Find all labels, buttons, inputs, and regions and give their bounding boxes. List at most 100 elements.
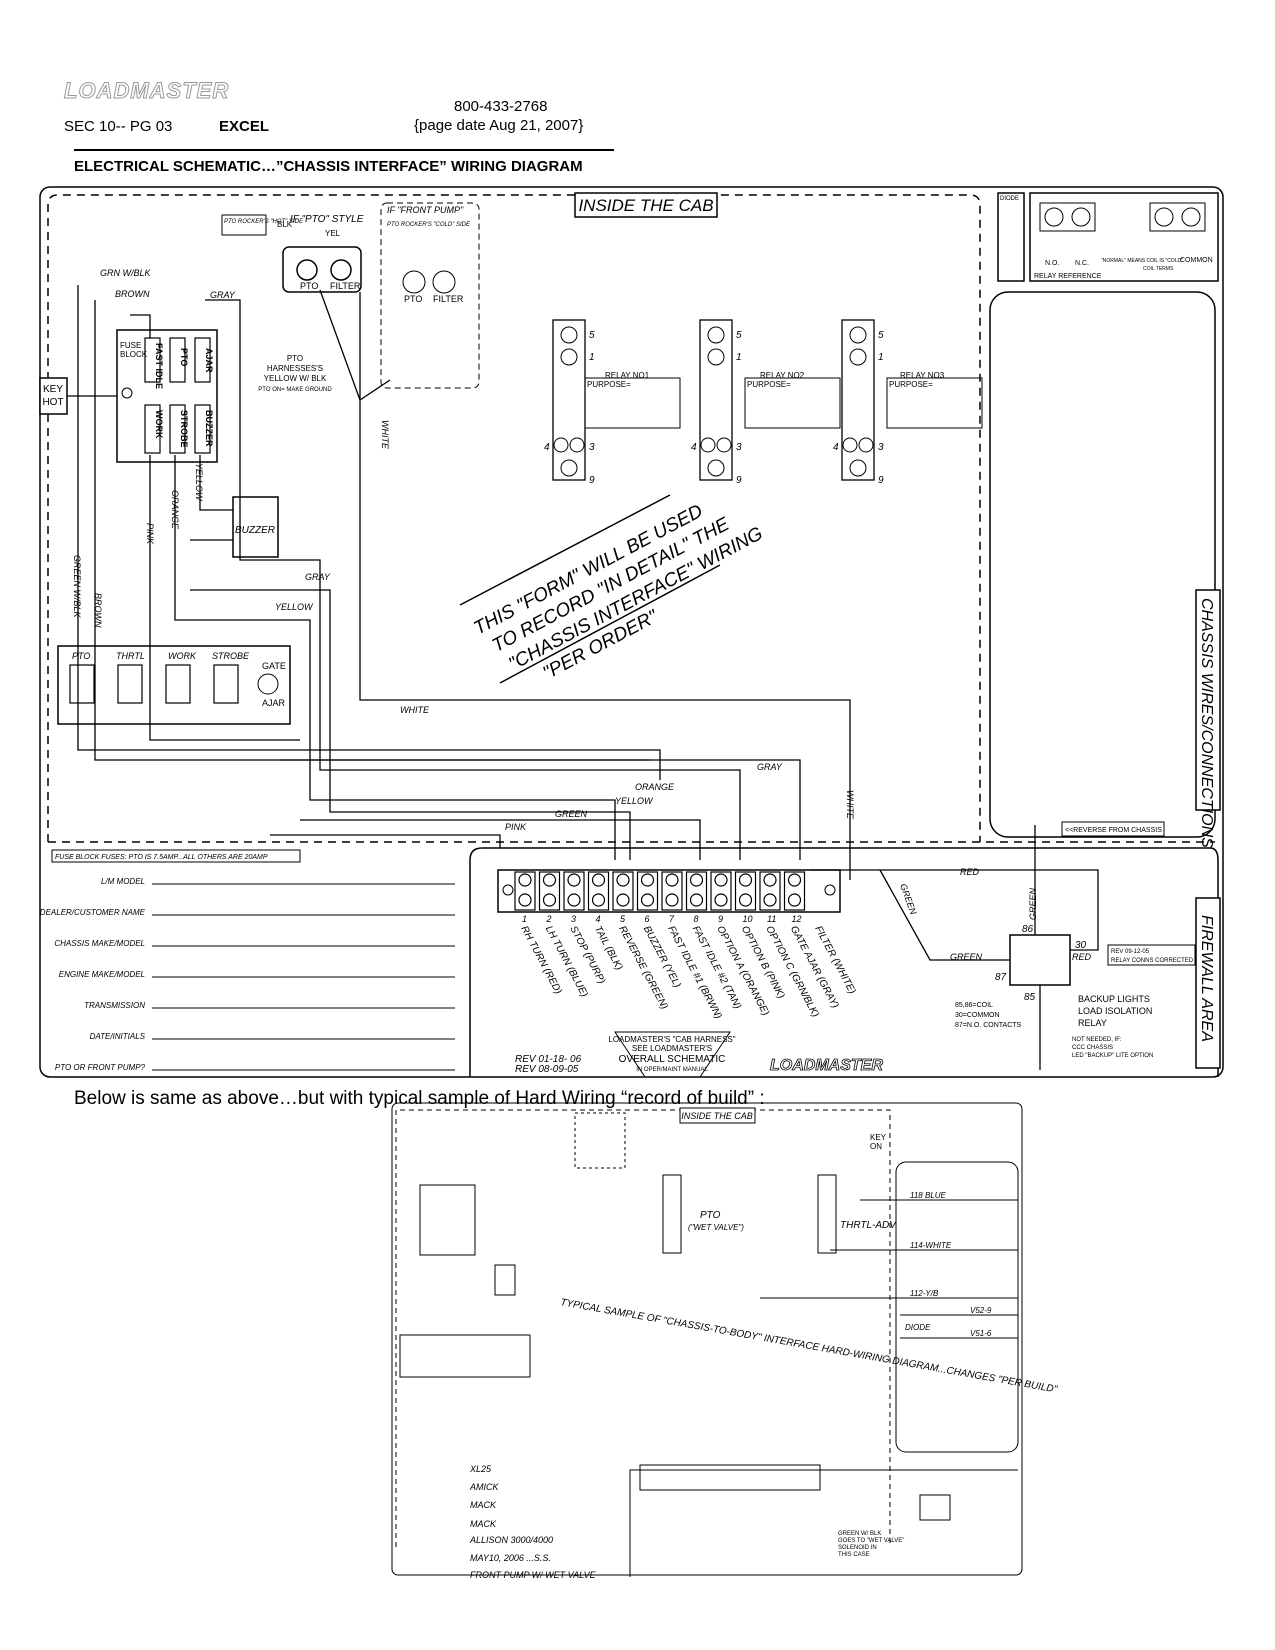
terminal-number-11: 11 <box>767 914 776 924</box>
svg-text:86: 86 <box>1022 924 1034 935</box>
svg-text:GOES TO "WET VALVE": GOES TO "WET VALVE" <box>838 1538 904 1544</box>
pto-rocker-hot-label: PTO ROCKER'S "HOT" SIDE <box>224 219 304 225</box>
svg-text:ORANGE: ORANGE <box>170 490 180 530</box>
fuse-buzzer: BUZZER <box>204 410 214 447</box>
chassis-area <box>989 291 1216 838</box>
sample-value-dealer: AMICK <box>469 1482 500 1492</box>
svg-text:DIODE: DIODE <box>1000 196 1019 202</box>
svg-text:GREEN: GREEN <box>950 952 983 962</box>
svg-text:1: 1 <box>589 352 595 363</box>
svg-text:RELAY NO3: RELAY NO3 <box>900 371 945 380</box>
buzzer-label: BUZZER <box>235 525 275 536</box>
svg-text:PURPOSE=: PURPOSE= <box>587 380 631 389</box>
chassis-wires-label: CHASSIS WIRES/CONNECTIONS <box>1198 598 1215 848</box>
svg-text:PTO: PTO <box>404 294 422 304</box>
terminal-5 <box>612 871 634 911</box>
terminal-number-6: 6 <box>645 914 650 924</box>
terminal-6 <box>636 871 659 911</box>
switch-panel <box>57 645 291 725</box>
svg-text:5: 5 <box>589 330 595 341</box>
firewall-area-label: FIREWALL AREA <box>1198 915 1215 1042</box>
terminal-2 <box>538 871 561 911</box>
reverse-from-chassis: <<REVERSE FROM CHASSIS <box>1065 827 1162 834</box>
svg-text:BACKUP LIGHTS: BACKUP LIGHTS <box>1078 994 1150 1004</box>
svg-text:RELAY REFERENCE: RELAY REFERENCE <box>1034 273 1102 280</box>
terminal-number-1: 1 <box>522 914 527 924</box>
svg-text:PURPOSE=: PURPOSE= <box>889 380 933 389</box>
svg-text:"NORMAL" MEANS COIL IS "COLD": "NORMAL" MEANS COIL IS "COLD" <box>1101 258 1183 264</box>
terminal-8 <box>685 871 708 911</box>
svg-text:85,86=COIL: 85,86=COIL <box>955 1002 993 1009</box>
svg-text:PTO: PTO <box>300 281 318 291</box>
svg-text:9: 9 <box>589 475 595 486</box>
switch-pto: PTO <box>72 651 90 661</box>
svg-text:PTO ROCKER'S "COLD" SIDE: PTO ROCKER'S "COLD" SIDE <box>387 222 471 228</box>
svg-text:87=N.O. CONTACTS: 87=N.O. CONTACTS <box>955 1022 1022 1029</box>
svg-text:N.O.: N.O. <box>1045 260 1059 267</box>
svg-text:GREEN: GREEN <box>555 809 588 819</box>
svg-text:BLOCK: BLOCK <box>120 350 148 359</box>
page-title: ELECTRICAL SCHEMATIC…”CHASSIS INTERFACE”… <box>74 158 583 175</box>
svg-text:N.C.: N.C. <box>1075 260 1089 267</box>
svg-text:YELLOW: YELLOW <box>615 796 654 806</box>
terminal-number-9: 9 <box>718 914 723 924</box>
svg-text:3: 3 <box>589 442 595 453</box>
fuse-work: WORK <box>154 410 164 439</box>
svg-text:HARNESSES'S: HARNESSES'S <box>267 364 323 373</box>
svg-text:BLK: BLK <box>277 220 293 229</box>
svg-text:RELAY NO2: RELAY NO2 <box>760 371 805 380</box>
loadmaster-logo: LOADMASTER <box>63 78 230 104</box>
cab-area <box>47 194 981 842</box>
terminal-number-10: 10 <box>743 914 753 924</box>
section-page: SEC 10-- PG 03 <box>64 118 173 135</box>
svg-text:NOT NEEDED, IF:: NOT NEEDED, IF: <box>1072 1037 1122 1043</box>
svg-text:COMMON: COMMON <box>1180 257 1213 264</box>
relay-1: RELAY NO1 PURPOSE= <box>552 319 681 481</box>
svg-text:87: 87 <box>995 972 1007 983</box>
field-chassis: CHASSIS MAKE/MODEL <box>54 939 145 948</box>
sample-value-pto: FRONT PUMP W/ WET VALVE <box>470 1570 597 1580</box>
field-lm-model: L/M MODEL <box>101 877 145 886</box>
terminal-number-8: 8 <box>694 914 699 924</box>
svg-text:WHITE: WHITE <box>380 420 390 450</box>
svg-text:9: 9 <box>878 475 884 486</box>
svg-text:RELAY NO1: RELAY NO1 <box>605 371 650 380</box>
svg-text:4: 4 <box>691 442 697 453</box>
if-front-pump: IF "FRONT PUMP" <box>387 205 464 215</box>
field-engine: ENGINE MAKE/MODEL <box>59 970 145 979</box>
svg-text:RELAY CONNS CORRECTED: RELAY CONNS CORRECTED <box>1111 958 1194 964</box>
switch-thrtl: THRTL <box>116 651 145 661</box>
svg-text:LOADMASTER'S "CAB HARNESS": LOADMASTER'S "CAB HARNESS" <box>608 1035 735 1044</box>
relay-2: RELAY NO2 PURPOSE= <box>699 319 841 481</box>
svg-text:BROWN: BROWN <box>93 593 103 628</box>
svg-text:PTO ON= MAKE GROUND: PTO ON= MAKE GROUND <box>258 387 332 393</box>
switch-strobe: STROBE <box>212 651 250 661</box>
sample-value-transmission: ALLISON 3000/4000 <box>469 1535 553 1545</box>
terminal-number-3: 3 <box>571 914 576 924</box>
key-hot-label: KEY <box>43 384 63 395</box>
field-dealer: DEALER/CUSTOMER NAME <box>40 908 146 917</box>
sample-wire-118: 118 BLUE <box>910 1191 947 1200</box>
svg-text:GREEN: GREEN <box>1028 887 1038 920</box>
svg-text:LOAD ISOLATION: LOAD ISOLATION <box>1078 1006 1152 1016</box>
svg-text:IN OPER/MAINT MANUAL: IN OPER/MAINT MANUAL <box>636 1067 708 1073</box>
svg-text:SOLENOID IN: SOLENOID IN <box>838 1545 877 1551</box>
terminal-number-2: 2 <box>546 914 552 924</box>
svg-text:GREEN W/BLK: GREEN W/BLK <box>72 555 82 619</box>
svg-text:AJAR: AJAR <box>262 698 286 708</box>
svg-text:ON: ON <box>870 1142 882 1151</box>
sample-value-lm-model: XL25 <box>469 1464 492 1474</box>
svg-text:GRAY: GRAY <box>210 290 236 300</box>
svg-text:LED "BACKUP" LITE OPTION: LED "BACKUP" LITE OPTION <box>1072 1053 1153 1059</box>
svg-text:OVERALL SCHEMATIC: OVERALL SCHEMATIC <box>619 1054 726 1065</box>
svg-text:PINK: PINK <box>145 523 155 545</box>
svg-text:9: 9 <box>736 475 742 486</box>
svg-text:RELAY: RELAY <box>1078 1018 1107 1028</box>
svg-text:WHITE: WHITE <box>845 790 855 820</box>
svg-text:COIL TERMS: COIL TERMS <box>1143 266 1174 272</box>
svg-text:YELLOW: YELLOW <box>275 602 314 612</box>
svg-text:GATE: GATE <box>262 661 286 671</box>
fuse-note: FUSE BLOCK FUSES: PTO IS 7.5AMP...ALL OT… <box>55 854 268 861</box>
